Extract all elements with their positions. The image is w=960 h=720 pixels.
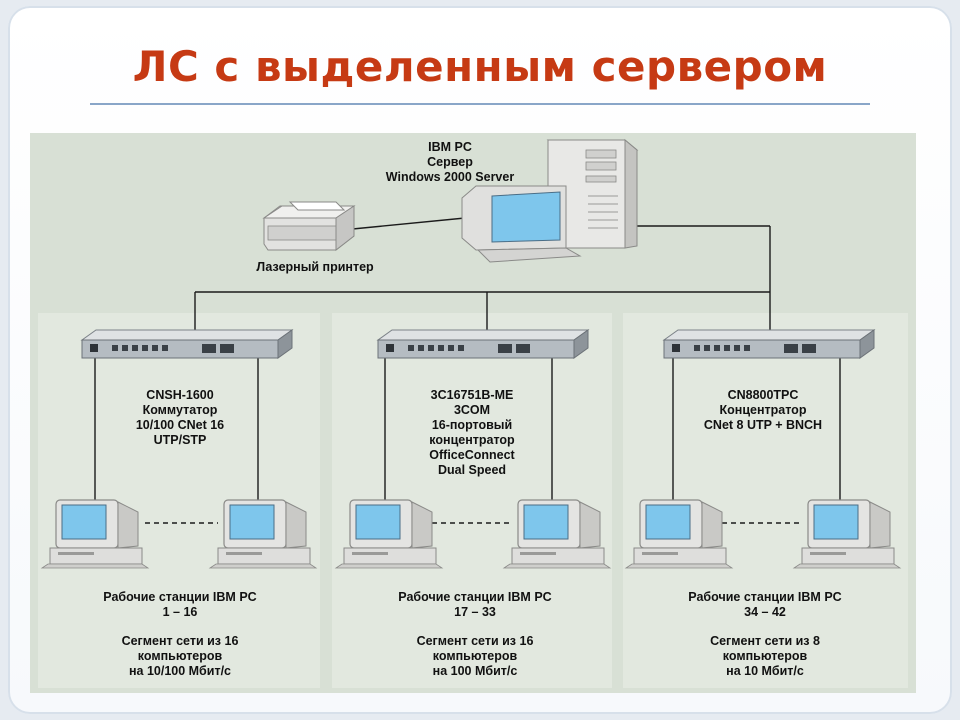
workstation-icon-1b [209, 499, 317, 569]
hub-icon-3 [663, 329, 875, 359]
stations-label-2: Рабочие станции IBM PC 17 – 33 [398, 590, 552, 619]
title-underline [90, 103, 870, 105]
workstation-icon-2b [503, 499, 611, 569]
segment-info-2: Сегмент сети из 16 компьютеров на 100 Мб… [416, 634, 534, 678]
device-label-3: CN8800TPC Концентратор CNet 8 UTP + BNCH [703, 388, 823, 432]
server-label: IBM PC Сервер Windows 2000 Server [385, 140, 515, 184]
server-monitor-icon [461, 185, 582, 263]
stations-label-1: Рабочие станции IBM PC 1 – 16 [103, 590, 257, 619]
workstation-icon-1a [41, 499, 149, 569]
device-label-2: 3C16751B-ME 3COM 16-портовый концентрато… [429, 388, 515, 477]
segment-info-1: Сегмент сети из 16 компьютеров на 10/100… [121, 634, 239, 678]
segment-info-3: Сегмент сети из 8 компьютеров на 10 Мбит… [710, 634, 820, 678]
slide-title: ЛС с выделенным сервером [132, 42, 828, 91]
switch-icon-1 [81, 329, 293, 359]
stations-label-3: Рабочие станции IBM PC 34 – 42 [688, 590, 842, 619]
network-cables [94, 217, 841, 524]
device-label-1: CNSH-1600 Коммутатор 10/100 CNet 16 UTP/… [135, 388, 225, 447]
workstation-icon-3a [625, 499, 733, 569]
workstation-icon-2a [335, 499, 443, 569]
hub-icon-2 [377, 329, 589, 359]
printer-label: Лазерный принтер [256, 260, 374, 274]
laser-printer-icon [262, 201, 356, 252]
workstation-icon-3b [793, 499, 901, 569]
